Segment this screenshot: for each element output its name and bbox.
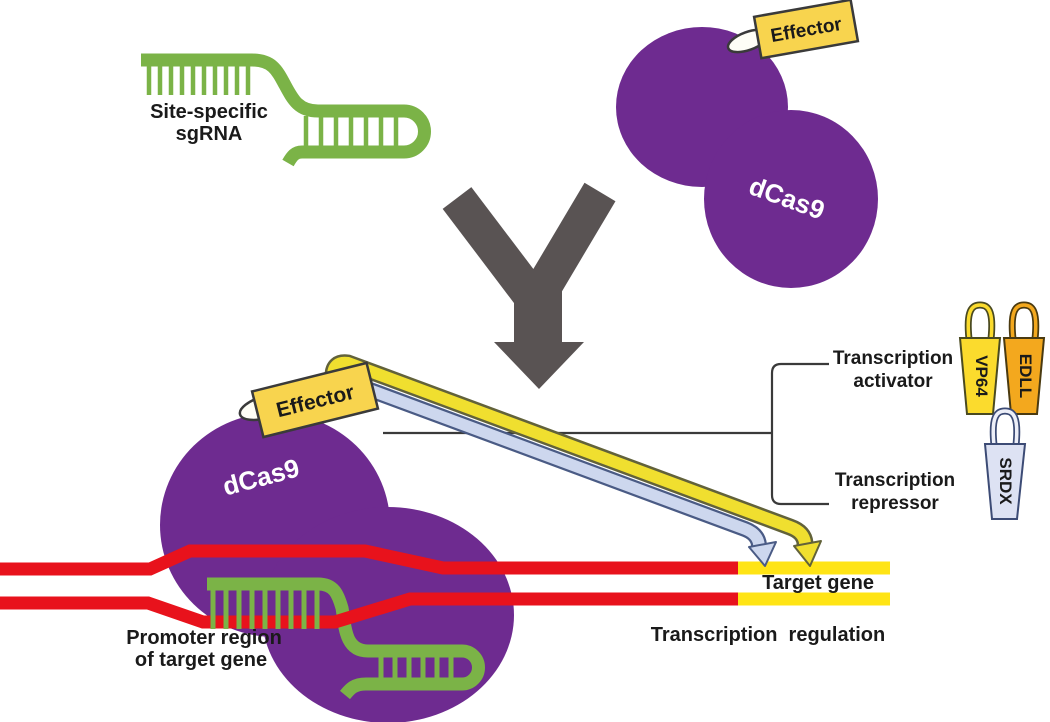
- activator-ribbon-arrowhead: [793, 540, 822, 567]
- dna-strand-bottom: [0, 592, 738, 629]
- transcription-repressor-label-line2: repressor: [851, 493, 939, 514]
- promoter-label-line1: Promoter region: [126, 627, 282, 649]
- edll-tag-group: EDLL: [1002, 301, 1046, 415]
- effector-tag-shape: [250, 361, 380, 439]
- srdx-tag-label: SRDX: [996, 457, 1015, 505]
- sgrna-teeth: [146, 60, 251, 95]
- effector-tag-shape: [752, 0, 860, 60]
- convergence-arrow: [442, 182, 616, 389]
- dcas9-complex-top: dCas9 Effector: [616, 0, 878, 288]
- annotation-bracket: [383, 362, 829, 506]
- sgrna-backbone: [141, 53, 431, 167]
- vp64-tag-group: VP64: [958, 301, 1002, 415]
- bracket-lower: [770, 433, 829, 506]
- srdx-tag-handle-fill: [991, 409, 1019, 446]
- transcription-regulation-label: Transcription regulation: [651, 624, 885, 646]
- sgrna-bottom-hairpin-rungs: [378, 656, 454, 679]
- dna-strand-top: [0, 544, 738, 576]
- dna-double-strand: [0, 544, 738, 629]
- arrow-arm-right: [527, 182, 616, 298]
- site-specific-sgrna: Site-specific sgRNA: [141, 53, 431, 167]
- srdx-tag: [983, 443, 1027, 520]
- vp64-tag-handle-fill: [966, 303, 994, 340]
- dcas9-lobe: [704, 110, 878, 288]
- sgrna-label-line2: sgRNA: [176, 123, 243, 145]
- transcription-activator-label-line1: Transcription: [833, 348, 953, 369]
- target-gene-label: Target gene: [762, 572, 874, 594]
- effector-tag-bottom: Effector: [250, 361, 380, 439]
- sgrna-bottom-teeth: [210, 590, 320, 629]
- sgrna-bottom-backbone: [207, 577, 485, 700]
- transcription-activator-label-line2: activator: [853, 371, 933, 392]
- edll-tag-handle-fill: [1010, 303, 1038, 340]
- effector-tag-top: Effector: [752, 0, 860, 60]
- target-gene-region: [738, 561, 890, 606]
- bracket-upper: [770, 362, 829, 433]
- repressor-ribbon: [367, 382, 777, 567]
- arrow-head: [494, 342, 584, 389]
- promoter-label-line2: of target gene: [135, 649, 267, 671]
- edll-tag: [1002, 337, 1046, 415]
- vp64-tag: [958, 337, 1002, 415]
- edll-tag-label: EDLL: [1016, 354, 1035, 398]
- dcas9-complex-bottom: dCas9: [160, 413, 514, 722]
- effector-tag-bottom-group: Effector: [238, 361, 380, 439]
- sgrna-label-line1: Site-specific: [150, 101, 268, 123]
- srdx-tag-group: SRDX: [983, 407, 1027, 520]
- transcription-repressor-label-line1: Transcription: [835, 470, 955, 491]
- sgrna-hairpin-rungs: [303, 116, 399, 147]
- repressor-ribbon-arrowhead: [748, 541, 777, 567]
- vp64-tag-label: VP64: [972, 355, 991, 397]
